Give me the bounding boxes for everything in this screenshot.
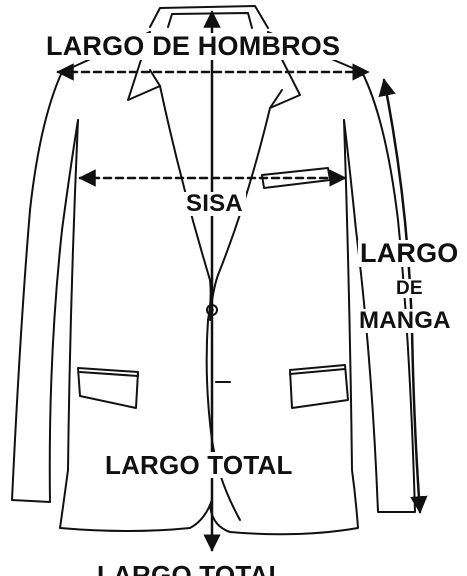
sleeve-length-label-line2: DE <box>394 278 425 299</box>
armhole-label: SISA <box>183 192 246 216</box>
left-pocket-welt <box>79 371 139 377</box>
left-lapel <box>127 31 212 321</box>
right-pocket <box>289 364 349 409</box>
collar-back-inner <box>167 12 253 29</box>
notch-right <box>269 89 283 109</box>
sleeve-length-label-line1: LARGO <box>358 238 461 268</box>
left-sleeve <box>11 71 79 503</box>
right-lapel <box>209 31 301 321</box>
collar-back <box>149 5 269 29</box>
total-length-label: LARGO TOTAL <box>103 450 295 480</box>
left-pocket <box>77 367 139 409</box>
total-length-caption: LARGO TOTAL <box>95 562 287 576</box>
sleeve-length-label-line3: MANGA <box>357 307 453 334</box>
shoulder-width-label: LARGO DE HOMBROS <box>44 31 343 61</box>
right-pocket-welt <box>289 368 346 375</box>
